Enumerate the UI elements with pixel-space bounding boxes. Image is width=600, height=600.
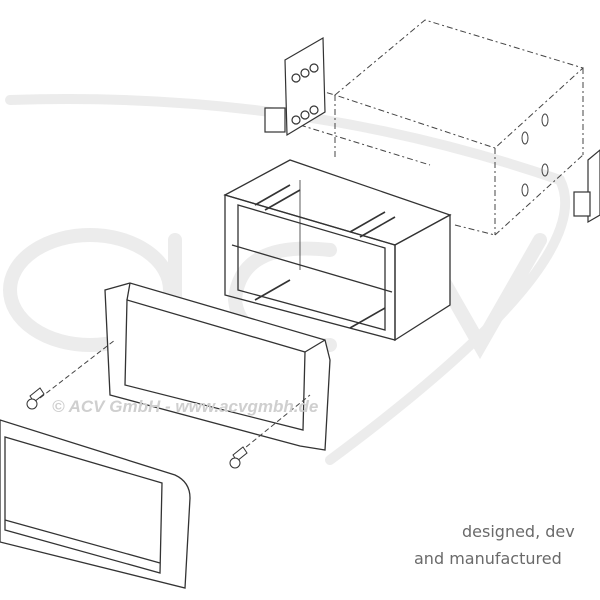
mounting-cage [223,159,452,342]
right-bracket [573,149,600,224]
trim-frame [104,282,331,451]
front-bezel [0,419,191,589]
screw-right [229,446,248,469]
radio-unit-holes [521,113,549,197]
tagline-line-1: designed, dev [462,522,575,541]
tagline-line-2: and manufactured [414,549,562,568]
left-bracket [264,36,326,137]
screw-guides [39,339,311,453]
screw-left [26,387,45,410]
copyright-watermark: © ACV GmbH - www.acvgmbh.de [52,397,319,416]
